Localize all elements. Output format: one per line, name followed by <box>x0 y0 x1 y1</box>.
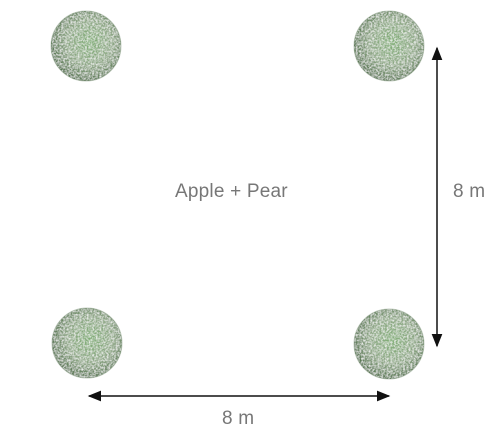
tree-canopy-icon <box>51 307 123 379</box>
vertical-dimension-label: 8 m <box>453 181 486 202</box>
tree-canopy-icon <box>353 10 425 82</box>
tree-canopy-icon <box>50 10 122 82</box>
planting-label: Apple + Pear <box>175 181 288 202</box>
tree-canopy-icon <box>353 308 425 380</box>
horizontal-dimension-label: 8 m <box>222 408 255 429</box>
